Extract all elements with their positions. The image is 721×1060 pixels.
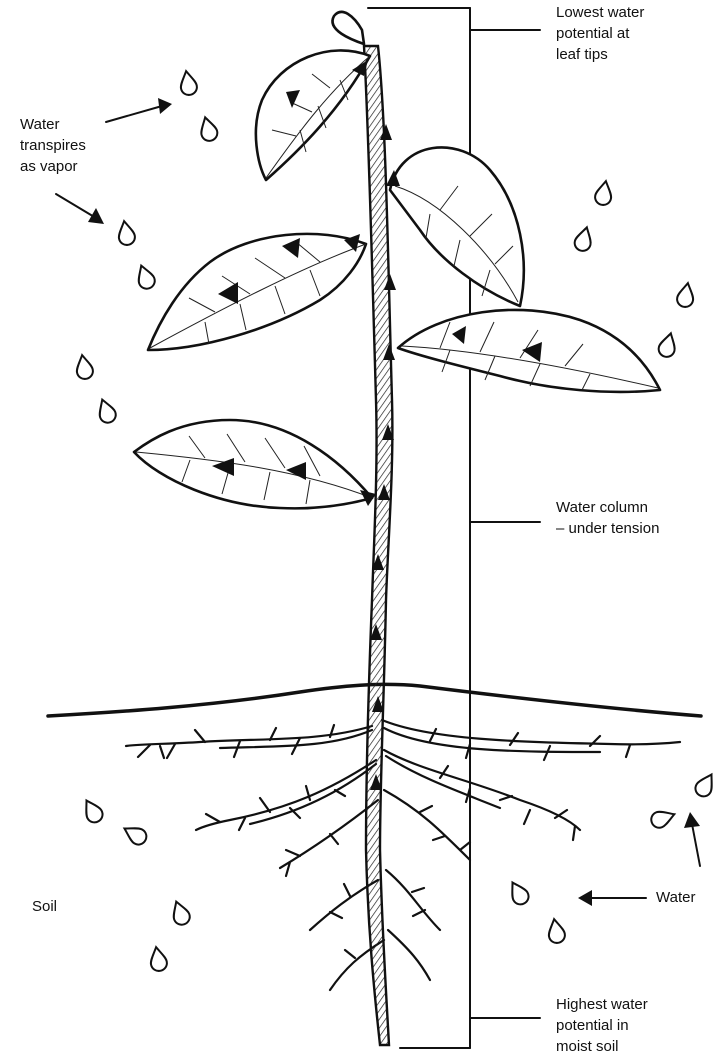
water-label: Water bbox=[656, 887, 695, 908]
stem-tip-bud bbox=[332, 12, 364, 44]
water-arrow-up bbox=[684, 812, 700, 866]
root-system bbox=[126, 720, 680, 990]
transpiration-label: Water transpires as vapor bbox=[20, 114, 86, 177]
highest-potential-label: Highest water potential in moist soil bbox=[556, 994, 648, 1057]
water-arrow-left bbox=[578, 890, 646, 906]
vapor-arrow-2 bbox=[56, 194, 104, 224]
leaves bbox=[134, 50, 660, 508]
lowest-potential-label: Lowest water potential at leaf tips bbox=[556, 2, 644, 65]
water-column-label: Water column – under tension bbox=[556, 497, 659, 539]
vapor-arrow-1 bbox=[106, 98, 172, 122]
stem-xylem bbox=[364, 46, 392, 1045]
soil-label: Soil bbox=[32, 896, 57, 917]
